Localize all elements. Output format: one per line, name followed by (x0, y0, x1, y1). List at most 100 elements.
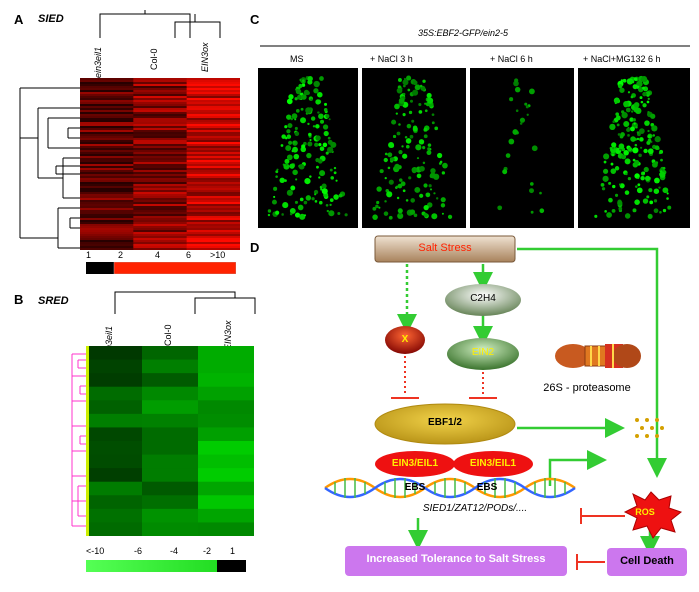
panel-c-title: 35S:EBF2-GFP/ein2-5 (418, 28, 509, 38)
fluorescent-nucleus (295, 109, 300, 113)
fluorescent-nucleus (292, 140, 296, 144)
fluorescent-nucleus (376, 186, 382, 192)
fluorescent-nucleus (634, 159, 640, 166)
fluorescent-nucleus (667, 205, 672, 210)
heatmap-a-cell (186, 200, 240, 203)
fluorescent-nucleus (615, 112, 620, 117)
heatmap-a-cell (80, 184, 134, 187)
salt-stress-box (374, 235, 516, 263)
fluorescent-nucleus (318, 176, 321, 179)
fluorescent-nucleus (625, 172, 628, 176)
heatmap-a-cell (80, 190, 134, 193)
fluorescent-nucleus (652, 134, 656, 137)
panel-c-micrograph-mg132 (578, 68, 690, 228)
fluorescent-nucleus (626, 78, 634, 85)
heatmap-a-cell (133, 144, 188, 147)
heatmap-a-cell (133, 170, 188, 173)
dna-helix (324, 477, 576, 499)
heatmap-b-cell (86, 441, 143, 456)
heatmap-a-cell (133, 186, 188, 189)
ros-label: ROS (635, 507, 655, 517)
fluorescent-nucleus (337, 212, 341, 216)
fluorescent-nucleus (525, 105, 529, 109)
heatmap-a-cell (80, 226, 134, 229)
heatmap-a-cell (133, 174, 188, 177)
fluorescent-nucleus (633, 122, 636, 125)
fluorescent-nucleus (423, 127, 428, 132)
ros-burst (623, 491, 683, 539)
fluorescent-nucleus (396, 87, 403, 94)
fluorescent-nucleus (416, 173, 422, 179)
fluorescent-nucleus (608, 197, 613, 203)
fluorescent-nucleus (603, 160, 607, 164)
fluorescent-nucleus (388, 141, 395, 148)
heatmap-a-cell (80, 200, 134, 203)
heatmap-a-cell (186, 152, 240, 155)
fluorescent-nucleus (424, 109, 428, 113)
heatmap-a-cell (133, 92, 188, 95)
fluorescent-nucleus (319, 146, 325, 151)
fluorescent-nucleus (414, 186, 421, 193)
fluorescent-nucleus (621, 154, 627, 160)
fluorescent-nucleus (333, 194, 339, 200)
heatmap-a-cell (133, 86, 188, 89)
fluorescent-nucleus (622, 78, 627, 83)
heatmap-a-cell (80, 152, 134, 155)
fluorescent-nucleus (312, 125, 316, 128)
fluorescent-nucleus (304, 177, 311, 185)
heatmap-a-cell (133, 164, 188, 167)
fluorescent-nucleus (640, 146, 643, 149)
heatmap-a-cell (186, 88, 240, 91)
fluorescent-nucleus (611, 142, 617, 148)
fluorescent-nucleus (424, 102, 427, 105)
heatmap-a-cell (133, 178, 188, 181)
heatmap-a-cell (133, 236, 188, 239)
fluorescent-nucleus (609, 123, 616, 131)
fluorescent-nucleus (514, 86, 521, 93)
heatmap-a-cell (186, 102, 240, 105)
heatmap-a-cell (133, 190, 188, 193)
heatmap-a-cell (186, 228, 240, 231)
panel-b-title: SRED (38, 295, 69, 307)
heatmap-a-cell (80, 236, 134, 239)
heatmap-b-cell (198, 454, 254, 469)
fluorescent-nucleus (412, 80, 418, 86)
panel-d-diagram (324, 235, 687, 576)
heatmap-a-cell (80, 158, 134, 161)
fluorescent-nucleus (528, 88, 535, 95)
heatmap-a-cell (186, 226, 240, 229)
fluorescent-nucleus (637, 183, 641, 187)
fluorescent-nucleus (618, 84, 623, 89)
heatmap-a-cell (186, 222, 240, 225)
fluorescent-nucleus (633, 77, 638, 81)
heatmap-b-cell (198, 495, 254, 510)
fluorescent-nucleus (309, 138, 312, 142)
fluorescent-nucleus (419, 193, 424, 198)
fluorescent-nucleus (286, 98, 293, 105)
heatmap-a-cell (80, 188, 134, 191)
fluorescent-nucleus (406, 123, 412, 129)
tolerance-label: Increased Tolerance to Salt Stress (366, 553, 546, 565)
fluorescent-nucleus (325, 114, 330, 119)
fluorescent-nucleus (612, 184, 616, 189)
heatmap-a-cell (186, 132, 240, 135)
fluorescent-nucleus (636, 137, 640, 141)
heatmap-a-cell (186, 130, 240, 133)
heatmap-a-cell (186, 104, 240, 107)
heatmap-a-cell (80, 218, 134, 221)
heatmap-a-cell (133, 246, 188, 249)
fluorescent-nucleus (442, 162, 448, 169)
heatmap-a-cell (80, 164, 134, 167)
panel-a-title: SIED (38, 13, 64, 25)
heatmap-a-cell (186, 156, 240, 159)
fluorescent-nucleus (409, 134, 414, 139)
fluorescent-nucleus (310, 116, 316, 121)
fluorescent-nucleus (619, 87, 625, 93)
heatmap-a-cell (186, 246, 240, 249)
fluorescent-nucleus (623, 102, 629, 108)
heatmap-a-cell (186, 224, 240, 227)
heatmap-a-cell (133, 240, 188, 243)
fluorescent-nucleus (333, 166, 337, 170)
fluorescent-nucleus (626, 127, 631, 133)
fluorescent-nucleus (627, 134, 630, 137)
